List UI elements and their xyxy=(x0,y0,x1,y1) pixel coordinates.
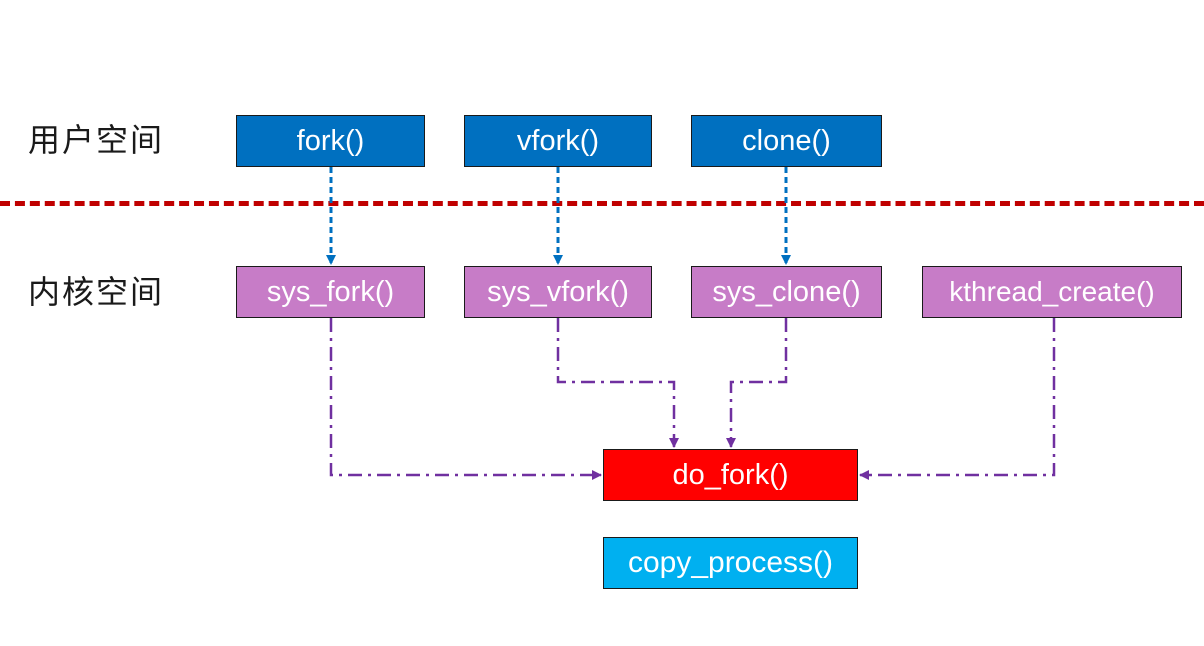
user-kernel-divider xyxy=(0,201,1204,206)
kernel-space-label: 内核空间 xyxy=(28,273,165,311)
sys-vfork-box: sys_vfork() xyxy=(464,266,652,318)
sys-clone-to-do-fork-connector xyxy=(726,318,788,448)
sys-fork-to-do-fork-connector xyxy=(329,318,602,480)
copy-process-box: copy_process() xyxy=(603,537,858,589)
vfork-box: vfork() xyxy=(464,115,652,167)
kthread-create-to-do-fork-connector xyxy=(859,318,1056,480)
sys-fork-box: sys_fork() xyxy=(236,266,425,318)
sys-vfork-to-do-fork-connector xyxy=(556,318,679,448)
sys-clone-box: sys_clone() xyxy=(691,266,882,318)
user-space-label: 用户空间 xyxy=(28,121,165,159)
kthread-create-box: kthread_create() xyxy=(922,266,1182,318)
clone-box: clone() xyxy=(691,115,882,167)
fork-box: fork() xyxy=(236,115,425,167)
do-fork-box: do_fork() xyxy=(603,449,858,501)
